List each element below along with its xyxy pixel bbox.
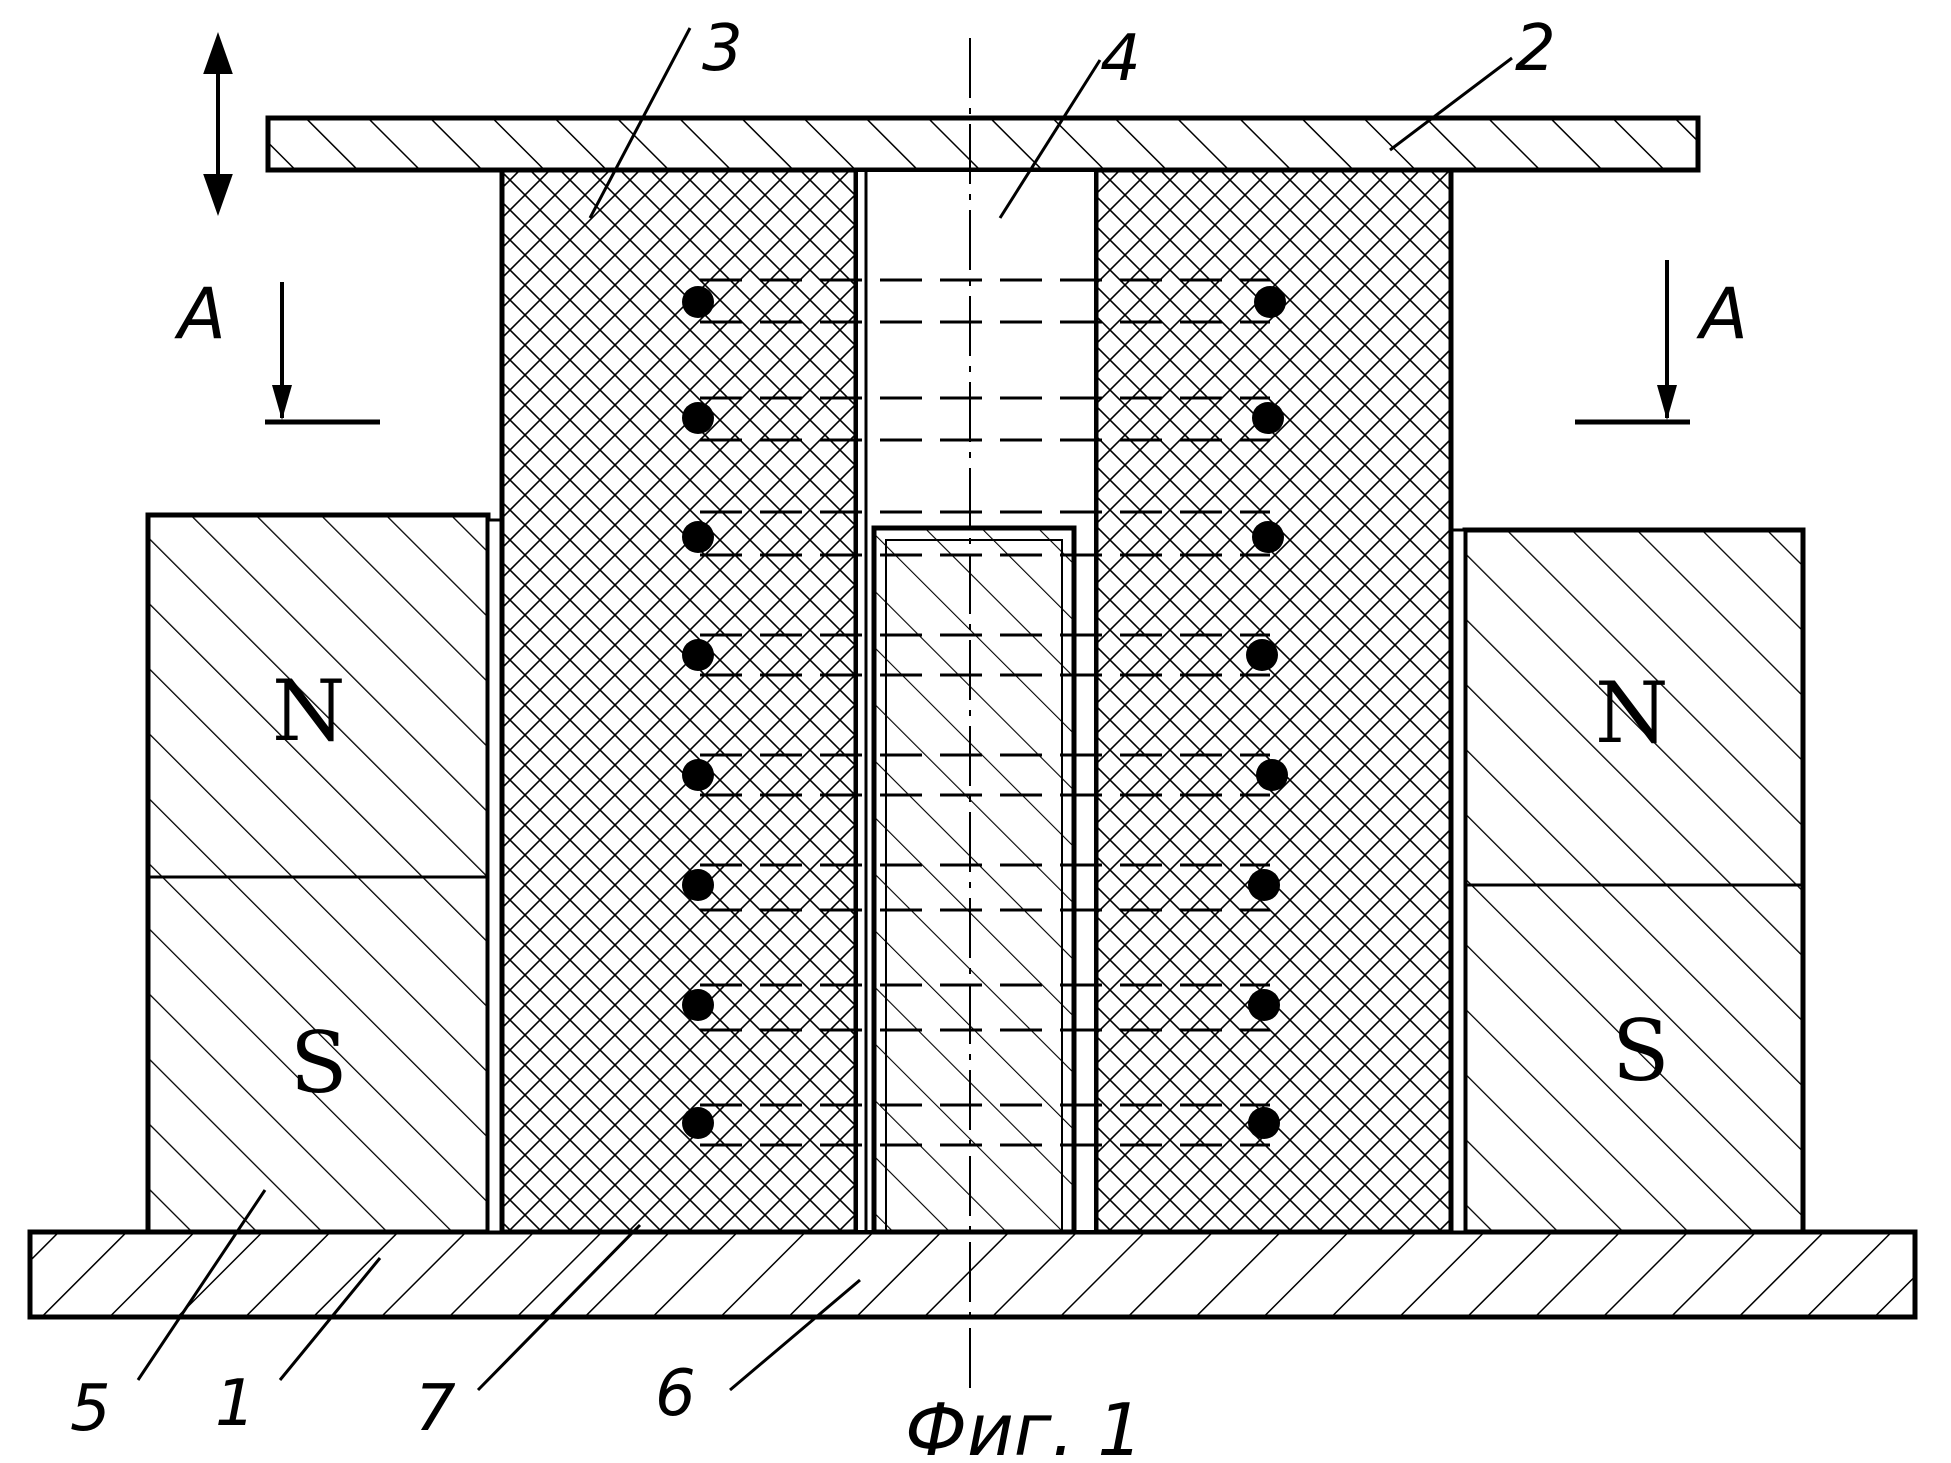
section-mark-right: A (1575, 260, 1748, 422)
figure-caption: Фиг. 1 (905, 1388, 1143, 1463)
callout-1: 1 (215, 1367, 256, 1441)
callout-2: 2 (1515, 12, 1556, 86)
right-magnet (1465, 530, 1803, 1232)
section-mark-left: A (174, 273, 380, 422)
section-label-left: A (174, 273, 226, 355)
section-label-right: A (1696, 273, 1748, 355)
left-magnet (148, 515, 488, 1232)
right-magnet-south-label: S (1612, 1002, 1670, 1100)
callout-5: 5 (70, 1372, 111, 1446)
callout-3: 3 (702, 12, 743, 86)
callout-6: 6 (655, 1357, 696, 1431)
elastic-element-right (1096, 170, 1451, 1232)
motion-arrow-icon (206, 38, 230, 210)
right-magnet-north-label: N (1595, 664, 1669, 762)
callout-4: 4 (1100, 22, 1141, 96)
callout-7: 7 (415, 1372, 456, 1446)
base-plate (30, 1232, 1915, 1317)
left-magnet-north-label: N (272, 662, 346, 760)
elastic-element-left (502, 170, 856, 1232)
left-magnet-south-label: S (290, 1014, 348, 1112)
top-plate (268, 118, 1698, 170)
